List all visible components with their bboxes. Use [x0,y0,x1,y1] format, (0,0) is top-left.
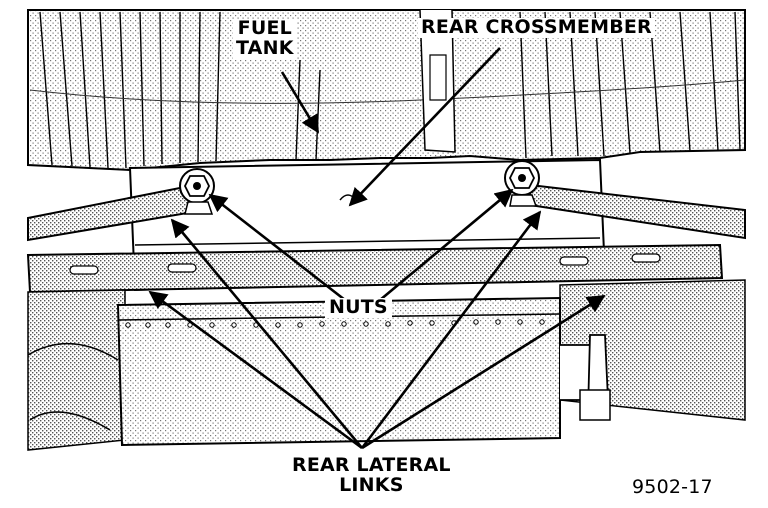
fuel-tank [27,9,746,172]
figure-code: 9502-17 [632,476,713,498]
rear-lateral-links-label: REAR LATERAL LINKS [292,454,451,496]
muffler [116,296,611,447]
fuel-tank-label-line1: FUEL [237,17,292,39]
nut-left [179,168,215,215]
nuts-label: NUTS [325,297,392,318]
fuel-tank-label-line2: TANK [236,36,294,59]
rear-lateral-links-label-line2: LINKS [339,473,404,496]
leader-lines [148,47,606,450]
rear-crossmember-label: REAR CROSSMEMBER [418,17,655,38]
rear-lateral-links-label-line1: REAR LATERAL [292,454,451,476]
fuel-tank-label: FUEL TANK [233,17,297,59]
